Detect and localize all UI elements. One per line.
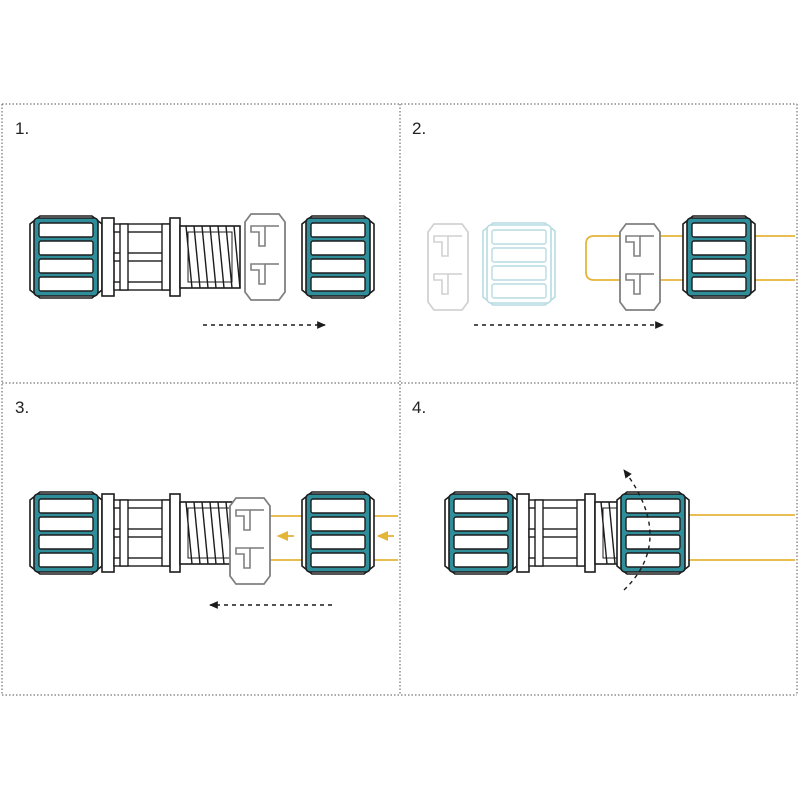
step-4-number: 4. [412, 398, 427, 417]
compression-nut-right [301, 215, 375, 299]
fitting-body [101, 493, 241, 573]
compression-nut-right [301, 491, 375, 575]
split-insert [229, 497, 271, 585]
fitting-body [101, 217, 241, 297]
step-2-number: 2. [412, 119, 427, 138]
step-4-illustration [444, 469, 795, 591]
compression-nut-left [444, 491, 518, 575]
compression-nut-left [29, 491, 103, 575]
compression-nut-tightened [616, 491, 690, 575]
tighten-rotate-arrow-icon [623, 469, 651, 591]
pipe [585, 235, 795, 281]
step-3-illustration [29, 491, 398, 609]
compression-nut-left [29, 215, 103, 299]
step-1-number: 1. [15, 119, 30, 138]
step-2-illustration [427, 215, 795, 329]
compression-nut-on-pipe [682, 215, 756, 299]
ghost-nut [482, 222, 556, 306]
split-insert-on-pipe [619, 223, 661, 311]
ghost-insert [427, 223, 469, 311]
step-1-illustration [29, 213, 375, 329]
split-insert [244, 213, 286, 301]
panel-grid-lines [1, 103, 798, 696]
step-3-number: 3. [15, 398, 30, 417]
